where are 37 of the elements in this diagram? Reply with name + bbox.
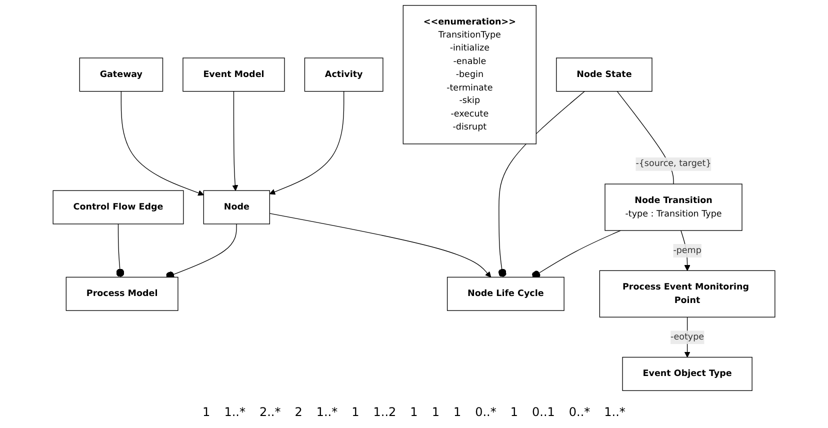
multiplicity-label: 1 (202, 405, 210, 419)
arrow (120, 91, 204, 196)
connector (498, 91, 585, 278)
multiplicity-label: 2..* (259, 405, 281, 419)
node-box: Event Model (182, 58, 285, 92)
connector (116, 224, 124, 278)
multiplicity-label: 1 (432, 405, 440, 419)
node-box: <<enumeration>> TransitionType -initialize -enable -begin -terminate -skip -execute -disrupt (402, 5, 536, 144)
edge-label: -eotype (670, 332, 704, 342)
multiplicity-label: 1 (352, 405, 360, 419)
multiplicity-label: 1..* (316, 405, 338, 419)
node-box: Node Life Cycle (446, 276, 564, 311)
multiplicity-label: 1..2 (373, 405, 396, 419)
node-box: Node Transition -type : Transition Type (604, 184, 742, 231)
node-box: Event Object Type (622, 356, 752, 391)
multiplicity-label: 1 (410, 405, 418, 419)
arrow (269, 213, 492, 278)
edge-label: -pemp (673, 245, 702, 256)
node-box: Node (203, 190, 270, 224)
multiplicity-label: 0..1 (532, 405, 555, 419)
node-box: Process Event Monitoring Point (599, 270, 776, 318)
multiplicity-label: 0..* (475, 405, 496, 419)
arrow (269, 91, 344, 195)
arrow (232, 91, 238, 191)
node-box: Activity (304, 58, 384, 92)
node-box: Node State (556, 58, 652, 92)
node-box: Gateway (79, 58, 164, 92)
multiplicity-label: 0..* (568, 405, 590, 419)
node-box: Process Model (66, 276, 178, 311)
connector (532, 230, 621, 279)
node-box: Control Flow Edge (52, 190, 184, 224)
multiplicity-label: 1..* (604, 405, 626, 419)
multiplicity-label: 1 (453, 405, 462, 419)
edge-label: -{source, target} (636, 158, 712, 169)
multiplicity-label: 1 (510, 405, 518, 419)
multiplicity-label: 2 (294, 405, 302, 419)
multiplicity-label: 1..* (224, 405, 246, 419)
